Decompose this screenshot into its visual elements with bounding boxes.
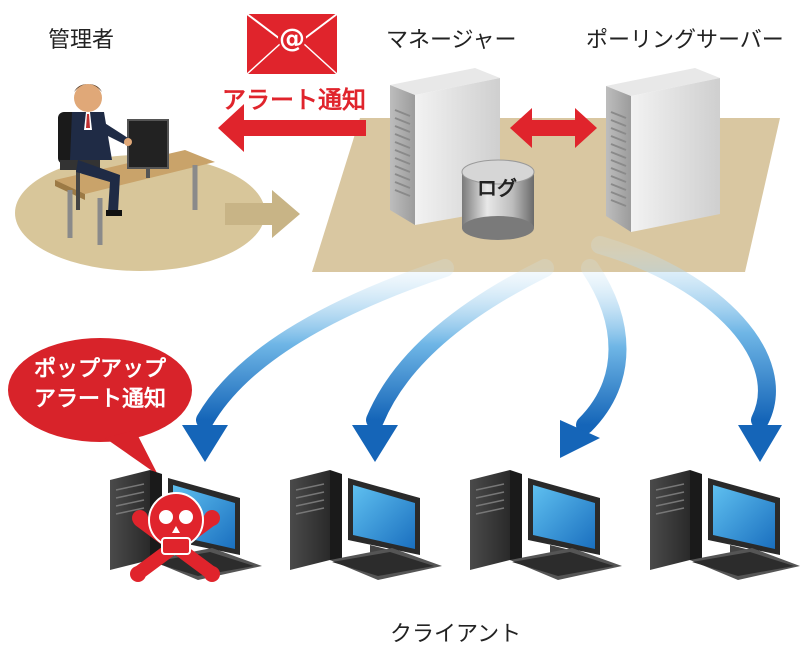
arrow-to-client-3 <box>576 259 627 434</box>
log-label: ログ <box>477 176 517 200</box>
manager-label: マネージャー <box>386 28 517 53</box>
clients-label: クライアント <box>390 622 522 647</box>
client-2 <box>290 470 442 580</box>
polling-server <box>606 68 720 232</box>
distribution-arrows <box>182 236 782 462</box>
polling-server-label: ポーリングサーバー <box>586 28 784 53</box>
arrowhead-client-2 <box>352 425 398 462</box>
sync-double-arrow <box>510 108 597 148</box>
client-4 <box>650 470 800 580</box>
arrowhead-client-3 <box>560 420 600 458</box>
popup-alert-text-line1: ポップアップ <box>33 357 166 382</box>
admin-monitor <box>127 119 169 169</box>
arrow-to-client-1 <box>196 259 454 429</box>
popup-alert-bubble <box>8 338 192 475</box>
client-3 <box>470 470 622 580</box>
popup-alert-text-line2: アラート通知 <box>33 387 166 412</box>
admin-figure <box>55 84 215 245</box>
email-at-icon: @ <box>246 13 338 75</box>
manager-server <box>390 68 500 225</box>
arrow-to-client-4 <box>591 236 776 429</box>
admin-to-manager-arrow <box>225 190 300 238</box>
skull-crossbones-icon <box>130 492 220 582</box>
arrowhead-client-4 <box>738 425 782 462</box>
alert-arrow <box>218 104 366 152</box>
arrow-to-client-2 <box>366 259 554 429</box>
arrowhead-client-1 <box>182 425 228 462</box>
log-database-icon <box>461 159 535 240</box>
admin-label: 管理者 <box>48 28 115 53</box>
alert-notice-label: アラート通知 <box>222 86 366 114</box>
svg-text:@: @ <box>279 24 305 54</box>
